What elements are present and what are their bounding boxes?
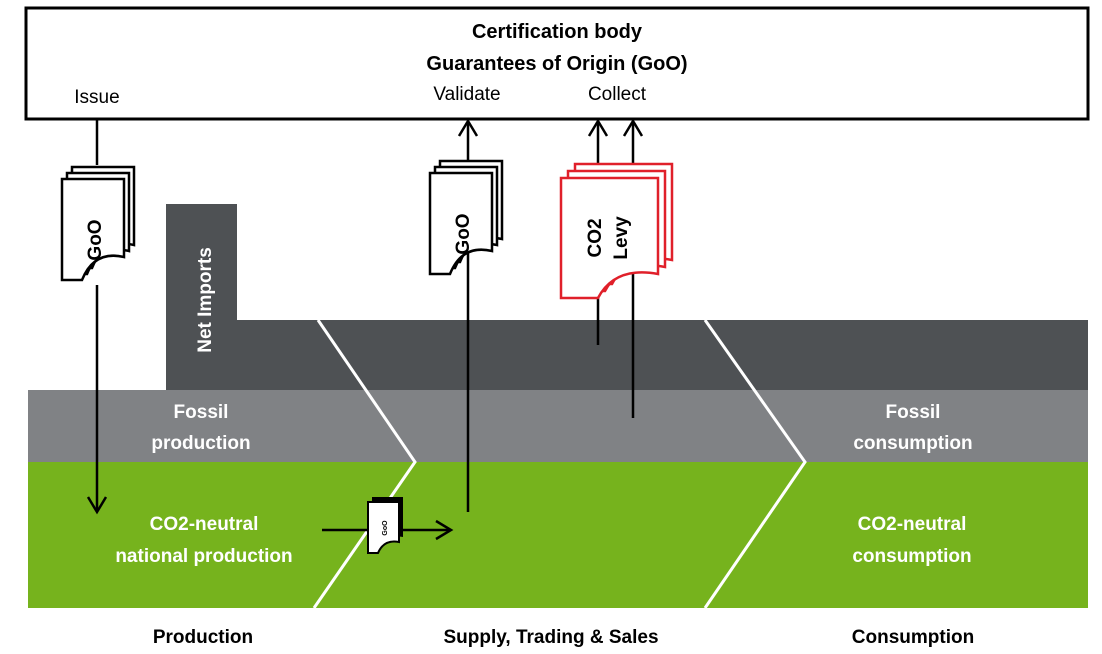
net-imports-label: Net Imports <box>195 247 216 353</box>
stage-supply-label: Supply, Trading & Sales <box>443 627 658 648</box>
co2-neutral-band <box>28 462 1088 608</box>
fossil-band <box>28 390 1088 462</box>
fossil-production-label-2: production <box>151 433 250 454</box>
energy-bands <box>28 204 1088 608</box>
certification-subtitle: Guarantees of Origin (GoO) <box>426 53 687 75</box>
stage-chevrons <box>312 319 807 609</box>
co2-levy-stack: CO2 Levy <box>559 162 674 300</box>
goo-transfer-arrowhead <box>435 519 454 541</box>
collect-label: Collect <box>588 84 647 105</box>
fossil-consumption-label-2: consumption <box>853 433 972 454</box>
collect-arrowhead-up <box>587 118 609 137</box>
goo-issue-stack: GoO <box>60 165 136 282</box>
fossil-production-label-1: Fossil <box>174 402 229 423</box>
stage-production-label: Production <box>153 627 253 648</box>
goo-validate-stack: GoO <box>428 159 504 276</box>
stage-consumption-label: Consumption <box>852 627 974 648</box>
goo-small-doc: GoO <box>367 497 403 554</box>
validate-arrowhead <box>457 118 479 137</box>
levy-label-co2: CO2 <box>585 218 606 257</box>
goo-validate-label: GoO <box>453 213 474 254</box>
neutral-consumption-label-1: CO2-neutral <box>858 514 967 535</box>
issue-arrowhead <box>86 496 108 515</box>
chevron-production-supply <box>312 319 417 609</box>
goo-issue-label: GoO <box>85 219 106 260</box>
neutral-production-label-2: national production <box>115 546 292 567</box>
neutral-production-label-1: CO2-neutral <box>150 514 259 535</box>
certification-title: Certification body <box>472 21 643 43</box>
certification-body-box: Certification body Guarantees of Origin … <box>24 6 1090 121</box>
goo-small-sheet-front <box>367 501 400 554</box>
fossil-consumption-label-1: Fossil <box>886 402 941 423</box>
goo-small-label: GoO <box>382 520 389 536</box>
goo-issue-sheet-front <box>60 177 126 282</box>
chevron-supply-consumption <box>703 319 807 609</box>
levy-label-levy: Levy <box>611 216 632 260</box>
goo-validate-sheet-front <box>428 171 494 276</box>
neutral-consumption-label-2: consumption <box>852 546 971 567</box>
issue-label: Issue <box>74 87 119 108</box>
levy-sheet-front <box>559 176 660 300</box>
collect-arrowhead-down <box>622 118 644 137</box>
validate-label: Validate <box>433 84 500 105</box>
net-imports-band <box>166 204 1088 390</box>
certification-box-frame <box>24 6 1090 121</box>
